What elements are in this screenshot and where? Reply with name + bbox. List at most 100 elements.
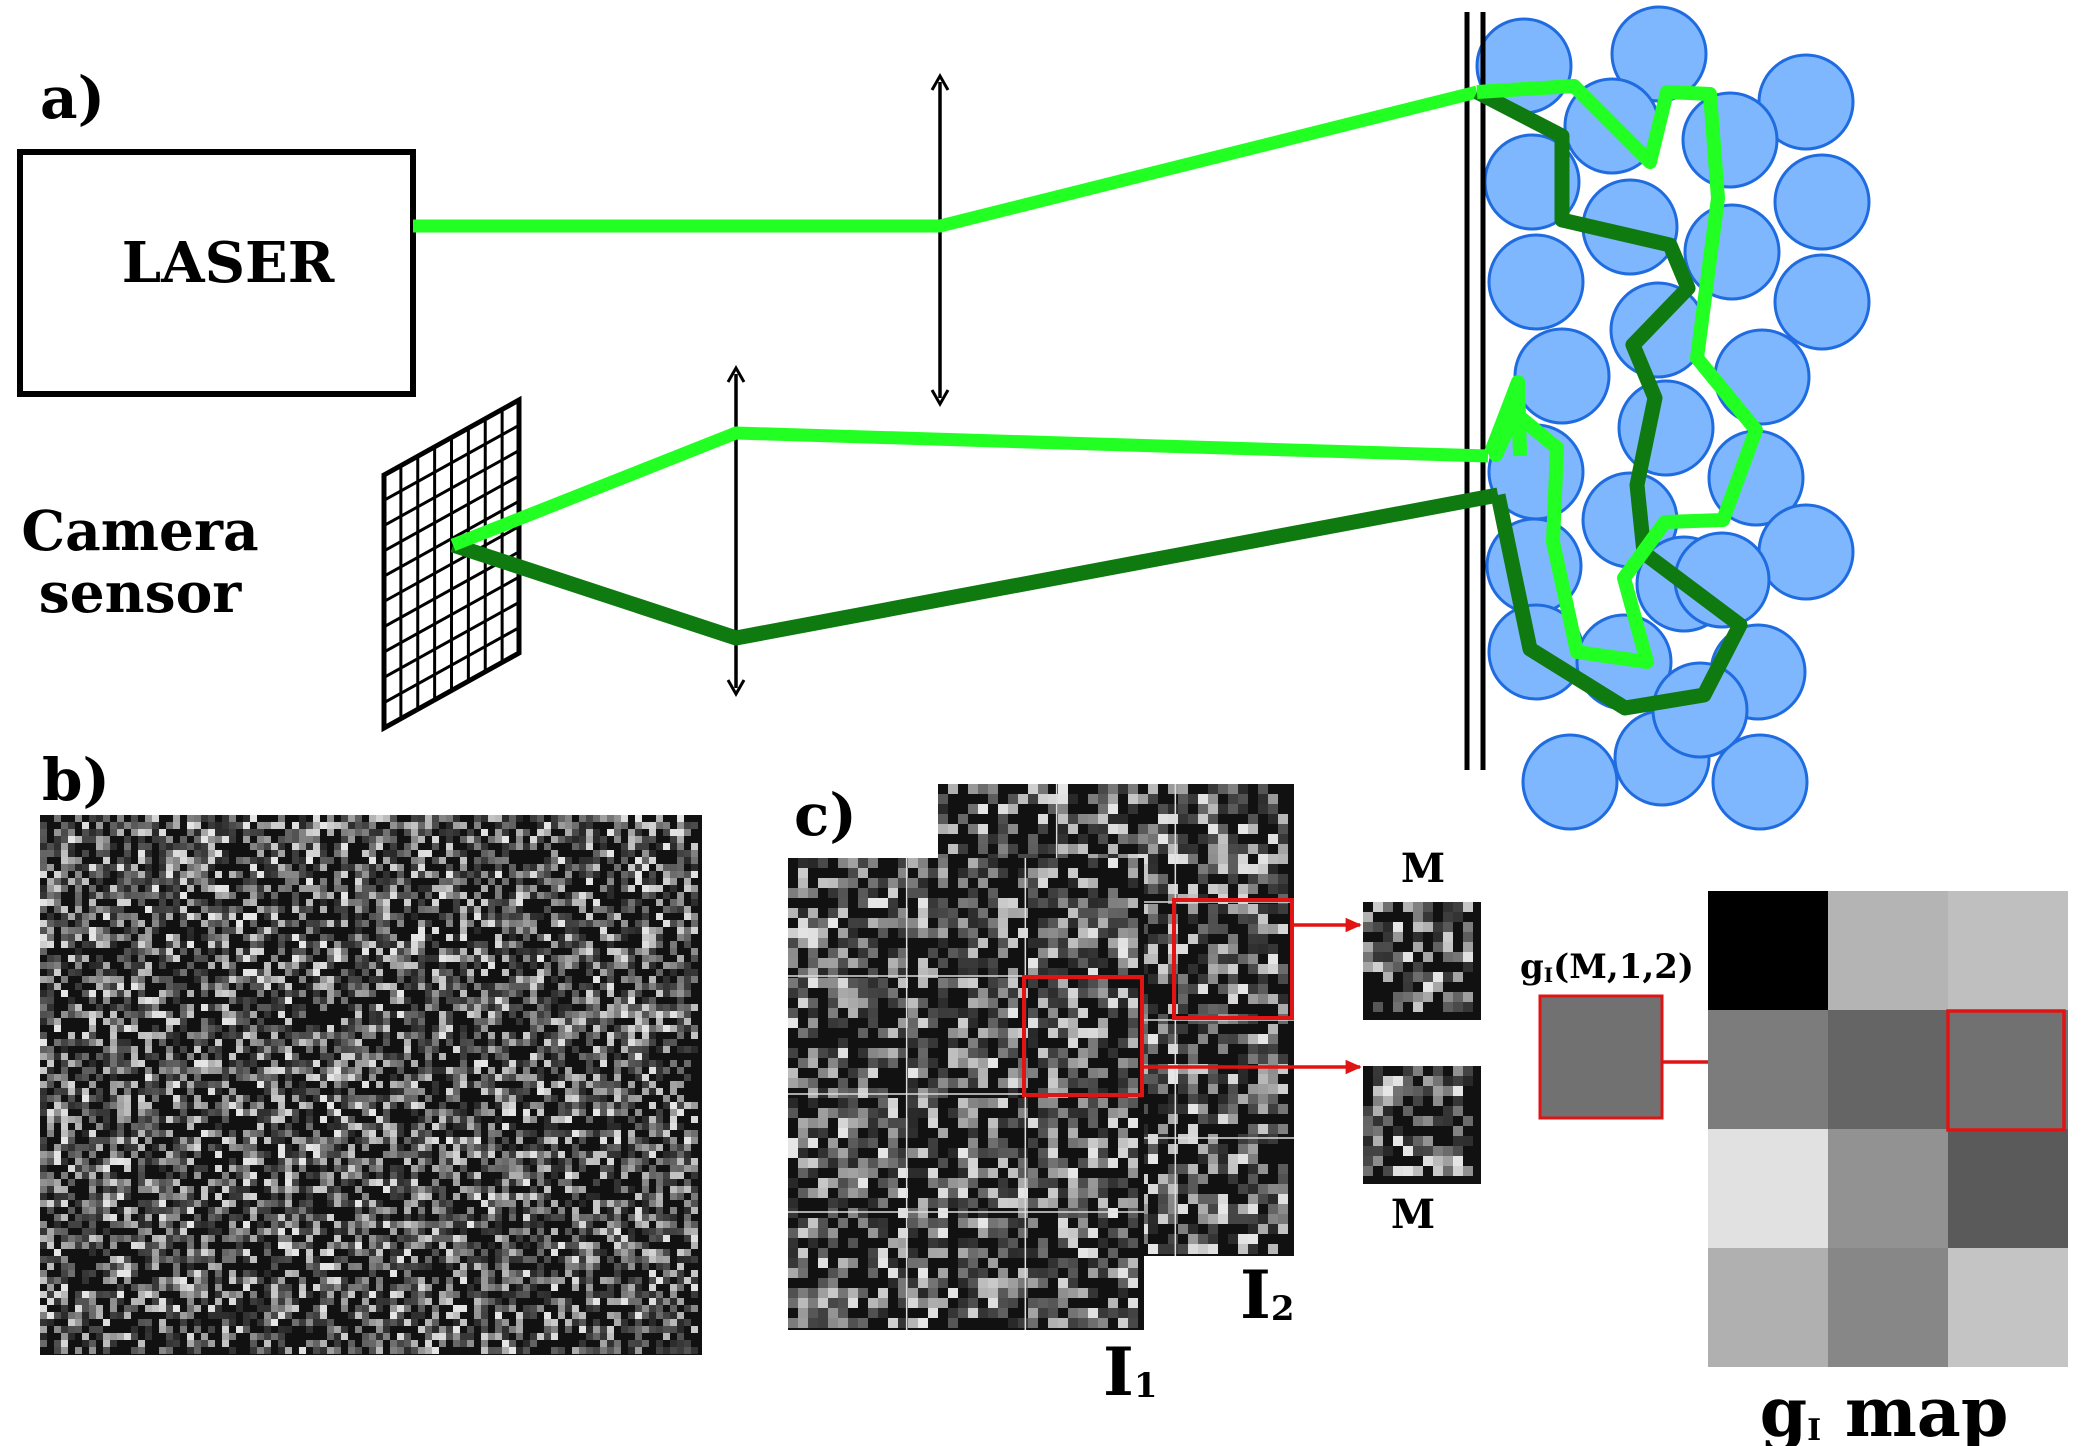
speckle-pixel — [383, 1130, 390, 1137]
speckle-pixel — [621, 822, 628, 829]
speckle-pixel — [677, 920, 684, 927]
speckle-pixel — [299, 955, 306, 962]
speckle-pixel — [509, 1074, 516, 1081]
speckle-pixel — [411, 1151, 418, 1158]
speckle-pixel — [390, 1291, 397, 1298]
speckle-pixel — [278, 1116, 285, 1123]
speckle-pixel — [145, 969, 152, 976]
speckle-pixel — [229, 1158, 236, 1165]
speckle-pixel — [404, 892, 411, 899]
speckle-pixel — [474, 927, 481, 934]
speckle-pixel — [96, 1263, 103, 1270]
speckle-pixel — [75, 934, 82, 941]
speckle-pixel — [47, 1263, 54, 1270]
speckle-pixel — [586, 1130, 593, 1137]
speckle-pixel — [607, 948, 614, 955]
speckle-pixel — [138, 850, 145, 857]
sphere — [1513, 327, 1611, 425]
speckle-pixel — [376, 1123, 383, 1130]
speckle-pixel — [635, 1144, 642, 1151]
speckle-pixel — [565, 1025, 572, 1032]
speckle-pixel — [390, 962, 397, 969]
speckle-pixel — [411, 1004, 418, 1011]
speckle-pixel — [523, 1221, 530, 1228]
speckle-pixel — [180, 1291, 187, 1298]
speckle-pixel — [47, 955, 54, 962]
speckle-pixel — [579, 983, 586, 990]
speckle-pixel — [306, 885, 313, 892]
speckle-pixel — [180, 1011, 187, 1018]
speckle-pixel — [264, 1186, 271, 1193]
speckle-pixel — [110, 906, 117, 913]
speckle-pixel — [579, 1263, 586, 1270]
speckle-pixel — [320, 1151, 327, 1158]
speckle-pixel — [418, 1193, 425, 1200]
speckle-pixel — [334, 1221, 341, 1228]
speckle-pixel — [404, 1074, 411, 1081]
speckle-pixel — [180, 836, 187, 843]
speckle-pixel — [656, 927, 663, 934]
speckle-pixel — [649, 1151, 656, 1158]
speckle-pixel — [40, 1046, 47, 1053]
speckle-pixel — [481, 990, 488, 997]
speckle-pixel — [271, 1088, 278, 1095]
speckle-pixel — [383, 983, 390, 990]
speckle-pixel — [411, 871, 418, 878]
speckle-pixel — [446, 829, 453, 836]
speckle-pixel — [313, 1263, 320, 1270]
speckle-pixel — [551, 941, 558, 948]
speckle-pixel — [418, 1312, 425, 1319]
speckle-pixel — [187, 1242, 194, 1249]
speckle-pixel — [586, 1263, 593, 1270]
speckle-pixel — [488, 1018, 495, 1025]
speckle-pixel — [460, 864, 467, 871]
speckle-pixel — [117, 878, 124, 885]
speckle-pixel — [229, 1270, 236, 1277]
speckle-pixel — [998, 844, 1008, 854]
speckle-pixel — [117, 990, 124, 997]
speckle-pixel — [103, 1102, 110, 1109]
speckle-pixel — [327, 822, 334, 829]
speckle-pixel — [96, 1158, 103, 1165]
speckle-pixel — [68, 1165, 75, 1172]
speckle-pixel — [635, 920, 642, 927]
speckle-pixel — [537, 1193, 544, 1200]
speckle-pixel — [222, 913, 229, 920]
speckle-pixel — [1188, 794, 1198, 804]
speckle-pixel — [649, 871, 656, 878]
speckle-pixel — [180, 1221, 187, 1228]
speckle-pixel — [1228, 784, 1238, 794]
speckle-pixel — [642, 1074, 649, 1081]
speckle-pixel — [40, 1137, 47, 1144]
speckle-pixel — [215, 1046, 222, 1053]
speckle-pixel — [572, 1032, 579, 1039]
speckle-pixel — [446, 997, 453, 1004]
speckle-pixel — [488, 1186, 495, 1193]
speckle-pixel — [229, 836, 236, 843]
speckle-pixel — [418, 1116, 425, 1123]
speckle-pixel — [243, 1151, 250, 1158]
speckle-pixel — [600, 983, 607, 990]
speckle-pixel — [362, 1081, 369, 1088]
speckle-pixel — [208, 1326, 215, 1333]
speckle-pixel — [355, 1277, 362, 1284]
speckle-pixel — [159, 843, 166, 850]
speckle-pixel — [355, 1312, 362, 1319]
speckle-pixel — [257, 1095, 264, 1102]
speckle-pixel — [586, 815, 593, 822]
speckle-pixel — [418, 1214, 425, 1221]
speckle-pixel — [530, 990, 537, 997]
speckle-pixel — [1248, 874, 1258, 884]
speckle-pixel — [96, 969, 103, 976]
speckle-pixel — [621, 1235, 628, 1242]
speckle-pixel — [579, 1228, 586, 1235]
speckle-pixel — [47, 1277, 54, 1284]
speckle-pixel — [530, 892, 537, 899]
speckle-pixel — [691, 1221, 698, 1228]
speckle-pixel — [383, 941, 390, 948]
speckle-pixel — [586, 829, 593, 836]
speckle-pixel — [313, 1284, 320, 1291]
speckle-pixel — [215, 1207, 222, 1214]
speckle-pixel — [68, 1144, 75, 1151]
speckle-pixel — [201, 1186, 208, 1193]
